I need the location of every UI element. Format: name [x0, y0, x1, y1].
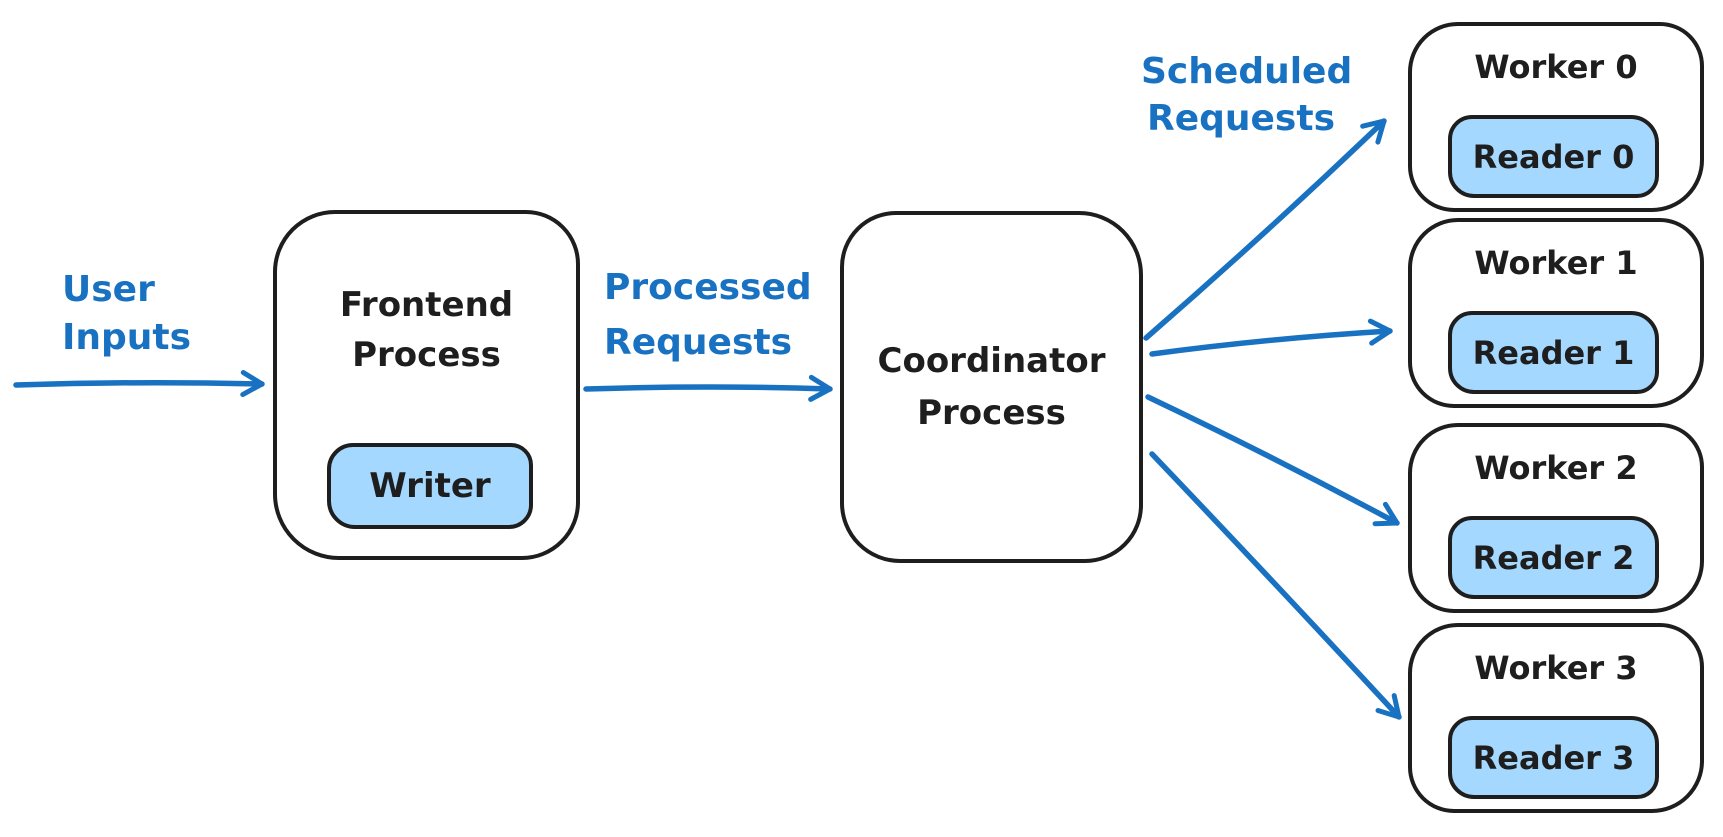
- worker-0-node: Worker 0 Reader 0: [1408, 22, 1704, 212]
- reader-1-label: Reader 1: [1472, 333, 1635, 372]
- worker-2-node: Worker 2 Reader 2: [1408, 423, 1704, 613]
- reader-3-pill: Reader 3: [1448, 716, 1659, 799]
- worker-2-title: Worker 2: [1474, 449, 1638, 487]
- processed-requests-label: Processed Requests: [604, 267, 812, 363]
- arrow-coordinator-to-worker-3: [1149, 451, 1402, 720]
- worker-1-title: Worker 1: [1474, 244, 1638, 282]
- arrow-coordinator-to-worker-0: [1143, 118, 1387, 341]
- writer-label: Writer: [369, 466, 491, 506]
- reader-3-label: Reader 3: [1472, 738, 1635, 777]
- reader-2-pill: Reader 2: [1448, 516, 1659, 599]
- worker-3-title: Worker 3: [1474, 649, 1638, 687]
- reader-1-pill: Reader 1: [1448, 311, 1659, 394]
- frontend-process-node: Frontend Process Writer: [273, 210, 580, 560]
- reader-2-label: Reader 2: [1472, 538, 1635, 577]
- user-inputs-label: User Inputs: [62, 269, 192, 358]
- worker-3-node: Worker 3 Reader 3: [1408, 623, 1704, 813]
- arrow-coordinator-to-worker-1: [1149, 318, 1393, 357]
- reader-0-label: Reader 0: [1472, 137, 1635, 176]
- coordinator-process-title: Coordinator Process: [877, 341, 1106, 433]
- arrow-frontend-to-coordinator: [583, 374, 833, 402]
- worker-1-node: Worker 1 Reader 1: [1408, 218, 1704, 408]
- arrow-user-to-frontend: [13, 370, 265, 398]
- scheduled-requests-label: Scheduled Requests: [1141, 51, 1353, 139]
- arrow-coordinator-to-worker-2: [1145, 394, 1400, 527]
- reader-0-pill: Reader 0: [1448, 115, 1659, 198]
- worker-0-title: Worker 0: [1474, 48, 1638, 86]
- coordinator-process-node: Coordinator Process: [840, 211, 1143, 563]
- writer-pill: Writer: [327, 443, 533, 529]
- frontend-process-title: Frontend Process: [339, 285, 514, 375]
